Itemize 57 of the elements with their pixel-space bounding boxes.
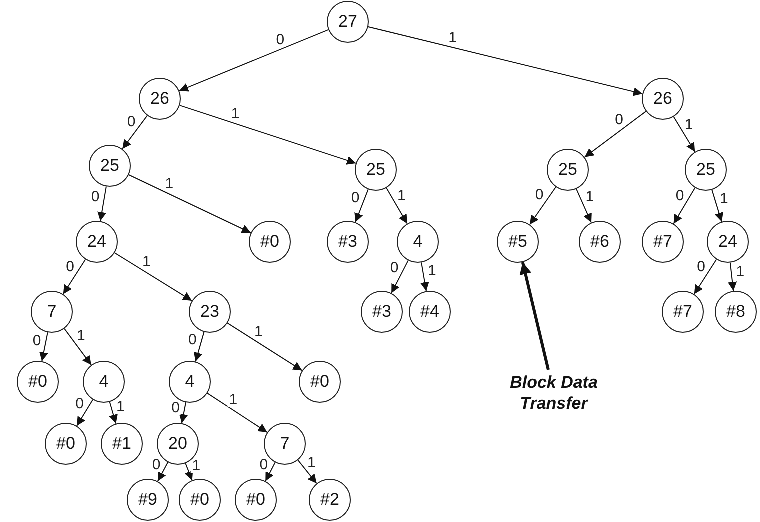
arrow — [98, 186, 107, 222]
edge-label: 0 — [275, 32, 286, 48]
edge-label: 0 — [350, 190, 361, 206]
arrow — [420, 262, 430, 292]
arrow — [114, 252, 193, 302]
arrow — [520, 262, 550, 370]
arrow — [128, 174, 252, 234]
edge-label: 1 — [735, 264, 746, 280]
arrow — [712, 190, 724, 222]
arrow — [194, 332, 205, 362]
arrow — [227, 322, 303, 372]
edge-label: 1 — [228, 392, 239, 408]
edge-label: 0 — [74, 396, 85, 412]
arrow — [694, 259, 718, 295]
arrow — [64, 328, 92, 366]
edge-label: 0 — [170, 400, 181, 416]
edge-label: 0 — [32, 333, 42, 348]
edge-label: 0 — [90, 190, 101, 205]
arrow — [529, 186, 557, 226]
edge-label: 1 — [141, 254, 152, 270]
arrow — [109, 402, 118, 424]
arrow — [39, 332, 48, 362]
arrow — [178, 29, 330, 92]
arrow — [584, 111, 647, 158]
edge-label: 0 — [674, 188, 686, 204]
arrow — [673, 188, 696, 224]
arrow — [391, 260, 409, 294]
arrow — [184, 463, 194, 481]
arrow — [728, 262, 738, 292]
arrow — [298, 460, 318, 484]
arrow — [179, 105, 357, 165]
arrow — [179, 402, 188, 424]
arrow — [157, 462, 169, 482]
annotation-text: Block Data Transfer — [488, 370, 620, 416]
edge-label: 1 — [164, 176, 175, 192]
arrow — [368, 26, 644, 96]
arrow — [354, 189, 369, 223]
edge-label: 1 — [684, 117, 694, 132]
arrow — [122, 115, 148, 150]
arrow — [386, 188, 408, 224]
edge-label: 1 — [718, 191, 730, 206]
arrow — [207, 392, 268, 434]
edge-label: 1 — [253, 324, 264, 340]
edge-label: 0 — [187, 332, 198, 348]
arrow — [673, 116, 696, 153]
arrow — [576, 188, 592, 224]
edge-label: 0 — [126, 114, 137, 130]
arrow — [76, 399, 94, 427]
edge-label: 0 — [614, 112, 624, 128]
arrow — [62, 259, 86, 295]
edge-label: 0 — [389, 260, 400, 276]
edge-label: 1 — [306, 455, 317, 470]
arrow — [265, 462, 276, 482]
edge-label: 0 — [534, 188, 545, 203]
edge-label: 1 — [116, 400, 126, 415]
edge-label: 0 — [65, 259, 76, 274]
edge-label: 0 — [696, 259, 706, 274]
